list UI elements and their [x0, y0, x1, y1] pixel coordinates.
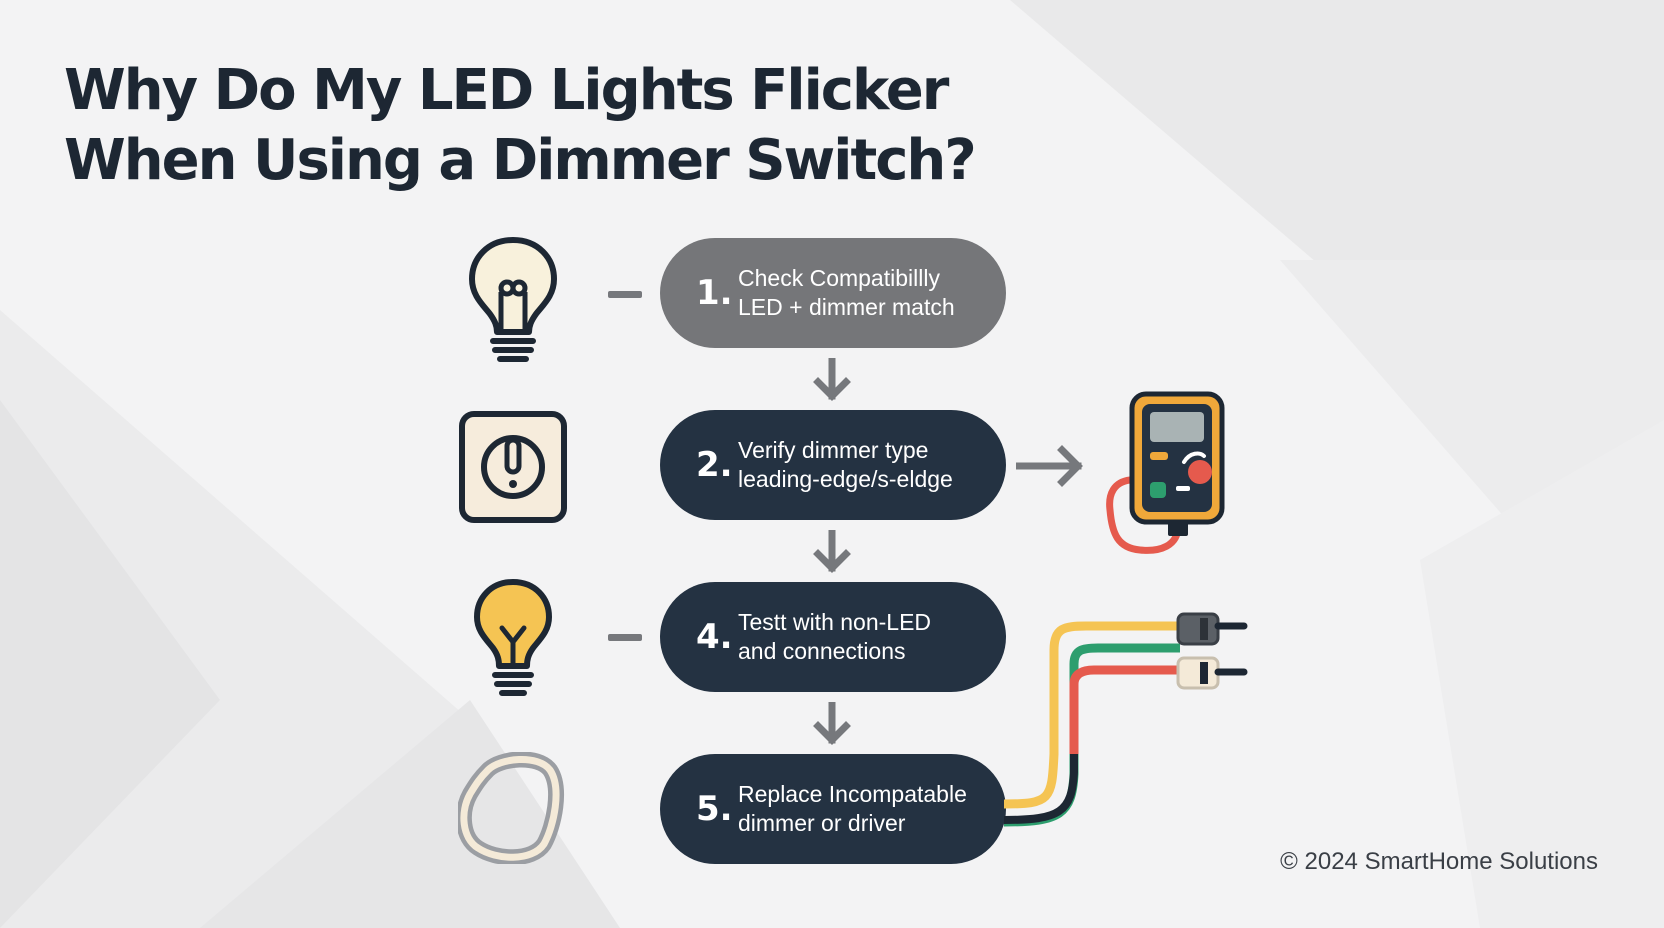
step-line-1: Check Compatibillly: [738, 265, 940, 291]
step-line-2: leading-edge/s-eldge: [738, 466, 953, 492]
step-line-2: and connections: [738, 638, 906, 664]
step-3: 4. Testt with non-LED and connections: [660, 582, 1006, 692]
step-number: 2.: [696, 445, 733, 485]
step-line-1: Testt with non-LED: [738, 609, 932, 635]
step-1: 1. Check Compatibillly LED + dimmer matc…: [660, 238, 1006, 348]
light-bulb-yellow-icon: [474, 579, 552, 696]
step-text: Replace Incompatable dimmer or driver: [738, 780, 967, 838]
step-number: 5.: [696, 789, 733, 829]
copyright-footer: © 2024 SmartHome Solutions: [1280, 848, 1598, 875]
dimmer-switch-icon: [459, 411, 567, 523]
step-text: Testt with non-LED and connections: [738, 608, 931, 666]
title-line-2: When Using a Dimmer Switch?: [64, 128, 977, 193]
step-line-2: LED + dimmer match: [738, 294, 955, 320]
light-bulb-outline-icon: [469, 237, 557, 362]
step-line-1: Verify dimmer type: [738, 437, 929, 463]
ring-outline-icon: [458, 752, 564, 864]
step-text: Verify dimmer type leading-edge/s-eldge: [738, 436, 953, 494]
title-line-1: Why Do My LED Lights Flicker: [64, 58, 949, 123]
step-number: 1.: [696, 273, 733, 313]
step-text: Check Compatibillly LED + dimmer match: [738, 264, 955, 322]
step-2: 2. Verify dimmer type leading-edge/s-eld…: [660, 410, 1006, 520]
step-line-2: dimmer or driver: [738, 810, 906, 836]
step-number: 4.: [696, 617, 733, 657]
multimeter-icon: [1106, 391, 1225, 554]
connector-dash-3: [608, 634, 642, 641]
arrow-right-icon: [1016, 445, 1083, 487]
step-line-1: Replace Incompatable: [738, 781, 967, 807]
step-4: 5. Replace Incompatable dimmer or driver: [660, 754, 1006, 864]
arrow-down-icon: [813, 530, 851, 573]
page-title: Why Do My LED Lights Flicker When Using …: [64, 56, 977, 196]
wire-plugs-icon: [1003, 612, 1248, 827]
arrow-down-icon: [813, 358, 851, 401]
arrow-down-icon: [813, 702, 851, 745]
connector-dash-1: [608, 291, 642, 298]
